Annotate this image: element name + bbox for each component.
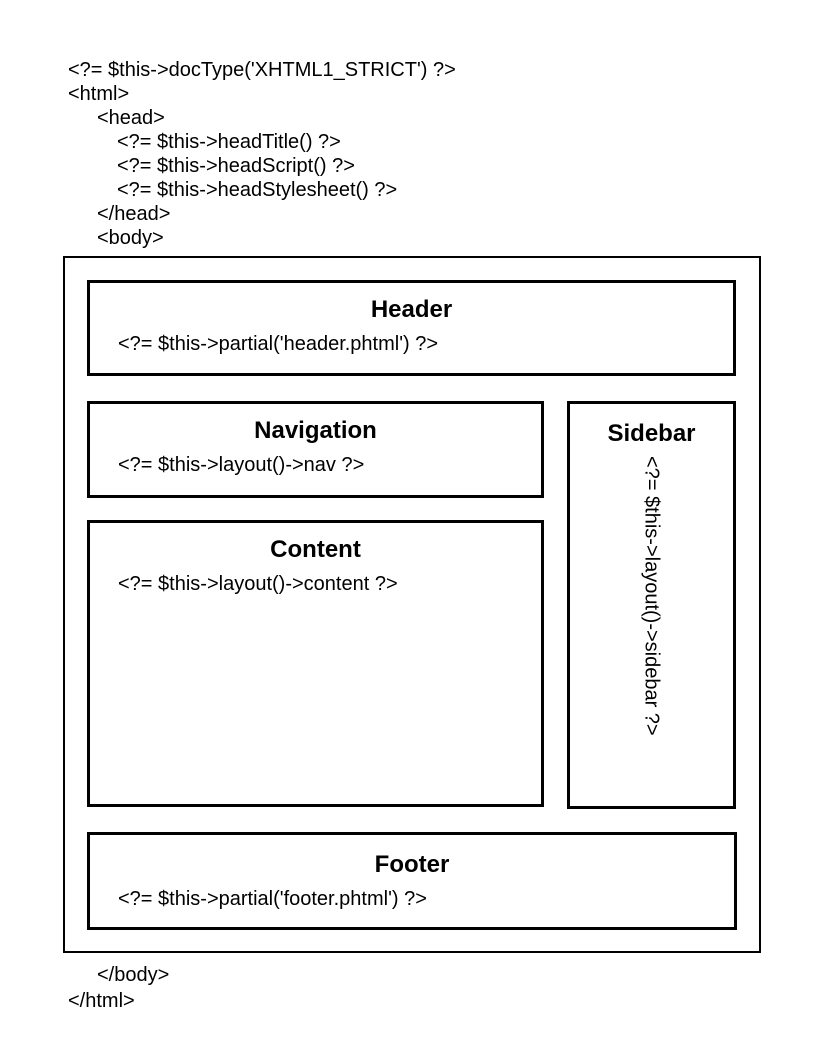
footer-box: Footer <?= $this->partial('footer.phtml'…	[87, 832, 737, 930]
header-box: Header <?= $this->partial('header.phtml'…	[87, 280, 736, 376]
footer-box-title: Footer	[374, 851, 450, 878]
code-block-bottom: </body> </html>	[68, 962, 169, 1014]
code-line-doctype: <?= $this->docType('XHTML1_STRICT') ?>	[68, 59, 456, 81]
code-line-body-close: </body>	[97, 964, 170, 986]
content-box: Content <?= $this->layout()->content ?>	[87, 520, 544, 807]
navigation-box: Navigation <?= $this->layout()->nav ?>	[87, 401, 544, 498]
body-layout-container-box: Header <?= $this->partial('header.phtml'…	[63, 256, 761, 953]
code-line-body-open: <body>	[97, 227, 164, 249]
sidebar-box-title: Sidebar	[607, 420, 696, 447]
footer-box-code: <?= $this->partial('footer.phtml') ?>	[118, 888, 427, 910]
sidebar-box-code-vertical: <?= $this->layout()->sidebar ?>	[640, 456, 663, 736]
code-line-html-open: <html>	[68, 83, 130, 105]
code-block-top: <?= $this->docType('XHTML1_STRICT') ?> <…	[68, 58, 456, 250]
content-box-title: Content	[270, 536, 361, 563]
code-line-head-script: <?= $this->headScript() ?>	[117, 155, 355, 177]
header-box-code: <?= $this->partial('header.phtml') ?>	[118, 333, 439, 355]
header-box-title: Header	[370, 296, 453, 323]
code-line-head-title: <?= $this->headTitle() ?>	[117, 131, 341, 153]
navigation-box-title: Navigation	[254, 417, 377, 444]
navigation-box-code: <?= $this->layout()->nav ?>	[118, 454, 365, 476]
code-line-head-stylesheet: <?= $this->headStylesheet() ?>	[117, 179, 398, 201]
code-line-head-open: <head>	[97, 107, 165, 129]
content-box-code: <?= $this->layout()->content ?>	[118, 573, 398, 595]
sidebar-box: Sidebar <?= $this->layout()->sidebar ?>	[567, 401, 736, 809]
code-line-html-close: </html>	[68, 990, 135, 1012]
code-line-head-close: </head>	[97, 203, 171, 225]
